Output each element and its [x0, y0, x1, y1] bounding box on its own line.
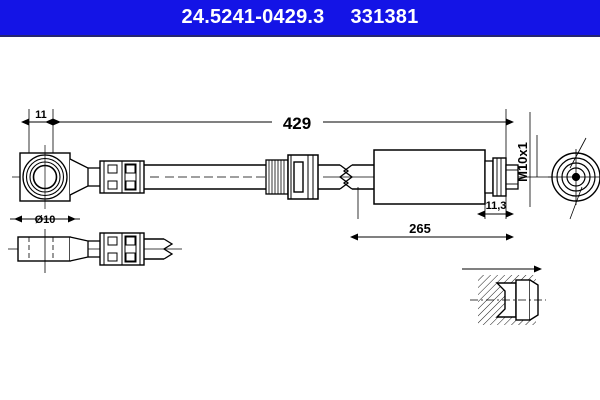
dimension-265-label: 265	[409, 221, 431, 236]
rotated-end-fitting-view	[8, 229, 182, 273]
reference-number: 331381	[350, 6, 419, 28]
section-seat-detail-view	[462, 265, 546, 325]
mid-mount-bracket-clip	[265, 154, 319, 200]
dimension-11-3-label: 11,3	[486, 200, 507, 212]
flexible-hose-body-right	[318, 164, 374, 190]
dimension-dia-10-label: Ø10	[35, 214, 56, 226]
end-face-circular-view	[548, 137, 600, 220]
dimension-11: 11	[21, 109, 72, 126]
technical-drawing: 11 429 M10x1	[0, 37, 600, 400]
dimension-dia-10: Ø10	[10, 214, 80, 226]
left-crimp-ferrule	[99, 160, 145, 194]
break-line-symbol	[338, 164, 354, 190]
header-bar: 24.5241-0429.3 331381	[0, 0, 600, 37]
dimension-429-label: 429	[283, 114, 311, 133]
male-threaded-end-fitting	[484, 157, 519, 197]
main-assembly-view	[12, 145, 560, 209]
flexible-hose-body-left	[144, 164, 266, 190]
part-number: 24.5241-0429.3	[181, 6, 325, 28]
dimension-11-3: 11,3	[477, 197, 514, 219]
header-content: 24.5241-0429.3 331381	[0, 0, 600, 35]
protective-sleeve	[373, 149, 486, 205]
thread-callout-label: M10x1	[515, 142, 530, 182]
dimension-11-label: 11	[35, 109, 47, 121]
dimension-m10x1: M10x1	[515, 135, 538, 182]
drawing-canvas: 11 429 M10x1	[8, 109, 600, 325]
dimension-429: 429	[45, 114, 514, 133]
banjo-eye-fitting	[19, 145, 104, 209]
dimension-265: 265	[350, 221, 514, 241]
